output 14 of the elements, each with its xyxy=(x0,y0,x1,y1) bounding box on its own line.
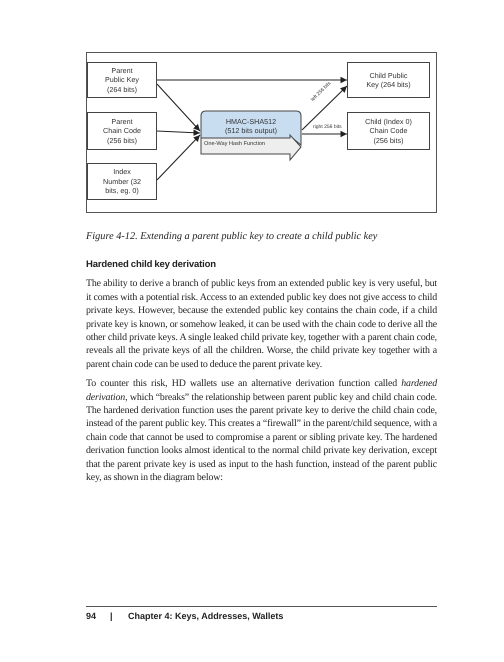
arrow xyxy=(157,76,347,84)
arrow xyxy=(302,86,348,130)
paragraph: The ability to derive a branch of public keys from an extended public key is very useful, but it comes with a potential risk. Access to an extended public key does not give access to child private keys. However, because the extended public key contains the chain code, if a child private key is known, or somehow leaked, it can be used with the chain code to derive all the other child private keys. A single leaked child private key, together with a parent chain code, reveals all the private keys of all the children. Worse, the child private key together with a parent chain code can be used to deduce the parent private key. xyxy=(86,277,437,372)
page-number: 94 xyxy=(86,611,96,621)
hash-function-box xyxy=(200,110,302,162)
paragraph: To counter this risk, HD wallets use an alternative derivation function called hardened derivation, which “breaks” the relationship between parent public key and child chain code. The hardened derivation function uses the parent private key to derive the child chain code, instead of the parent public key. This creates a “firewall” in the parent/child sequence, with a chain code that cannot be used to compromise a parent or sibling private key. The hardened derivation function looks almost identical to the normal child private key derivation, except that the parent private key is used as input to the hash function, instead of the parent public key, as shown in the diagram below: xyxy=(86,377,437,484)
arrow xyxy=(156,84,200,132)
figure-caption: Figure 4-12. Extending a parent public key to create a child public key xyxy=(86,230,378,244)
running-footer: Chapter 4: Keys, Addresses, Wallets xyxy=(128,611,284,621)
arrow xyxy=(302,130,347,138)
separator: | xyxy=(110,611,113,621)
section-heading: Hardened child key derivation xyxy=(86,258,217,272)
arrow xyxy=(156,134,200,180)
arrow xyxy=(156,129,200,136)
